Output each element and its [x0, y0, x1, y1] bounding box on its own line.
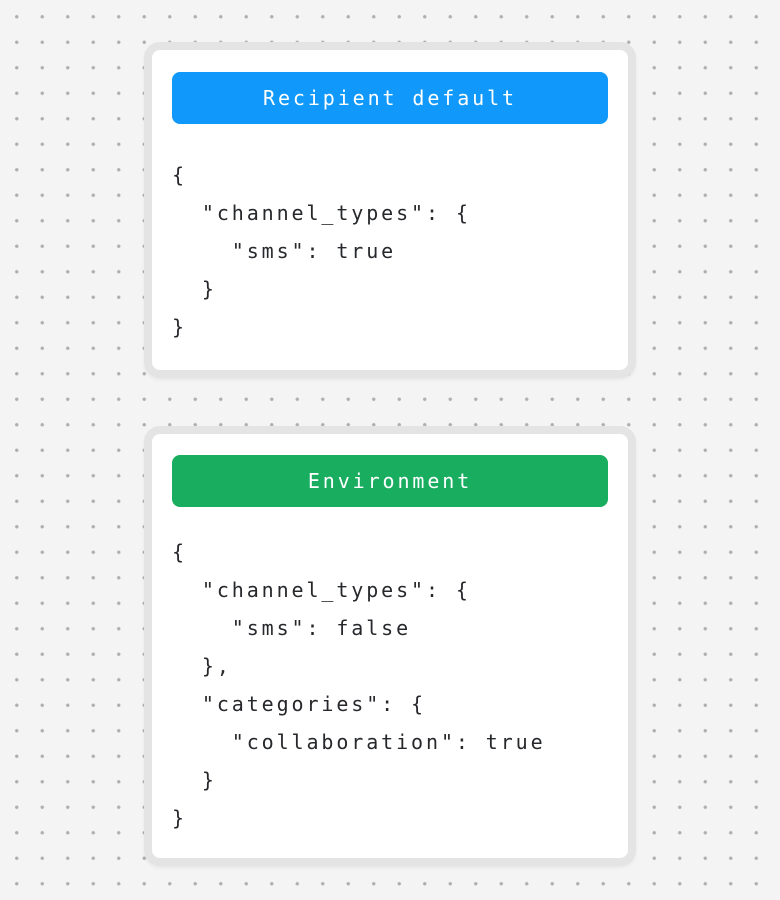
recipient-default-json-code: { "channel_types": { "sms": true } }: [172, 156, 618, 346]
code-line: "collaboration": true: [172, 730, 546, 754]
code-line: }: [172, 806, 187, 830]
recipient-default-title-badge: Recipient default: [172, 72, 608, 124]
code-line: "categories": {: [172, 692, 426, 716]
code-line: "sms": false: [172, 616, 412, 640]
code-line: {: [172, 540, 187, 564]
code-line: }: [172, 315, 187, 339]
code-line: }: [172, 768, 217, 792]
code-line: "channel_types": {: [172, 578, 471, 602]
code-line: {: [172, 163, 187, 187]
environment-title-badge: Environment: [172, 455, 608, 507]
card-recipient-default: Recipient default { "channel_types": { "…: [144, 42, 636, 378]
code-line: },: [172, 654, 232, 678]
environment-json-code: { "channel_types": { "sms": false }, "ca…: [172, 533, 618, 837]
card-environment: Environment { "channel_types": { "sms": …: [144, 426, 636, 866]
code-line: "sms": true: [172, 239, 397, 263]
code-line: }: [172, 277, 217, 301]
code-line: "channel_types": {: [172, 201, 471, 225]
